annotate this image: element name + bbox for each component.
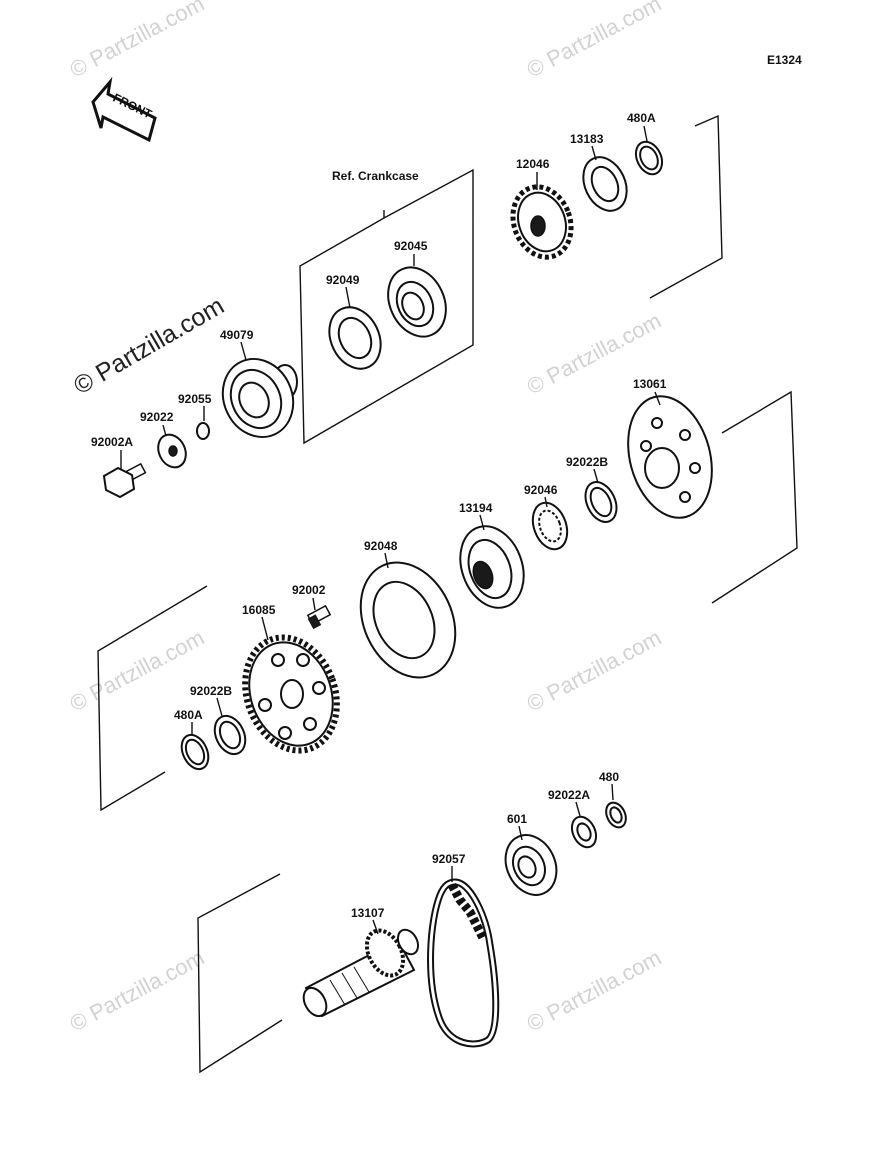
flange-13061 — [627, 395, 713, 519]
part-label-92048: 92048 — [364, 539, 398, 553]
oil-seal-92049 — [328, 306, 382, 370]
part-label-13061: 13061 — [633, 377, 667, 391]
part-label-92022B: 92022B — [190, 684, 232, 698]
part-label-92022A: 92022A — [548, 788, 590, 802]
part-label-480: 480 — [599, 770, 619, 784]
circlip-480A-left — [180, 733, 210, 771]
bearing-601 — [504, 834, 558, 896]
part-label-601: 601 — [507, 812, 527, 826]
watermark: © Partzilla.com — [66, 0, 209, 82]
part-label-92055: 92055 — [178, 392, 212, 406]
needle-bearing-92046 — [531, 501, 569, 551]
part-label-92002A: 92002A — [91, 435, 133, 449]
watermark: © Partzilla.com — [66, 945, 209, 1037]
part-label-92049: 92049 — [326, 273, 360, 287]
part-label-13107: 13107 — [351, 906, 385, 920]
bracket-middle-right — [711, 390, 798, 604]
washer-92022B-right — [584, 481, 618, 523]
housing-92048 — [359, 561, 457, 679]
part-label-92045: 92045 — [394, 239, 428, 253]
hub-49079 — [221, 358, 298, 438]
part-label-13194: 13194 — [459, 501, 493, 515]
crankcase-panel: Ref. Crankcase — [299, 168, 474, 445]
part-label-480A: 480A — [174, 708, 203, 722]
part-label-92022: 92022 — [140, 410, 174, 424]
bracket-middle-left — [97, 585, 208, 812]
watermark: © Partzilla.com — [523, 625, 666, 717]
part-label-92057: 92057 — [432, 852, 466, 866]
o-ring-92055 — [196, 422, 210, 440]
part-label-92002: 92002 — [292, 583, 326, 597]
collar-13183 — [582, 156, 628, 212]
bolt-92002A — [102, 462, 147, 499]
part-label-49079: 49079 — [220, 328, 254, 342]
part-labels: 480A 13183 12046 92045 92049 49079 92055… — [91, 111, 667, 920]
washer-92022A — [570, 815, 598, 849]
part-label-16085: 16085 — [242, 603, 276, 617]
bracket-bottom-left — [197, 873, 283, 1074]
gear-12046 — [510, 184, 574, 260]
shaft-13107 — [302, 928, 420, 1018]
diagram-code: E1324 — [767, 53, 802, 67]
part-label-12046: 12046 — [516, 157, 550, 171]
leader-lines — [120, 125, 661, 935]
watermark: © Partzilla.com — [523, 945, 666, 1037]
watermark: © Partzilla.com — [66, 625, 209, 717]
part-label-480A: 480A — [627, 111, 656, 125]
watermark: © Partzilla.com — [523, 0, 666, 82]
ref-crankcase-label: Ref. Crankcase — [332, 169, 419, 183]
watermarks: © Partzilla.com © Partzilla.com © Partzi… — [66, 0, 666, 1036]
circlip-480 — [605, 801, 627, 829]
chain-92057 — [427, 878, 500, 1048]
washer-92022B-left — [213, 714, 247, 756]
part-label-13183: 13183 — [570, 132, 604, 146]
bearing-92045 — [387, 266, 447, 338]
watermark-main: © Partzilla.com — [69, 292, 229, 400]
bolt-92002 — [306, 604, 332, 630]
circlip-480A-top — [634, 140, 664, 176]
clutch-13194 — [459, 525, 525, 609]
bracket-top-right — [649, 114, 723, 299]
sprocket-16085 — [242, 634, 340, 754]
front-arrow-icon: FRONT — [91, 76, 157, 143]
part-label-92046: 92046 — [524, 483, 558, 497]
part-label-92022B: 92022B — [566, 455, 608, 469]
washer-92022 — [157, 433, 187, 469]
